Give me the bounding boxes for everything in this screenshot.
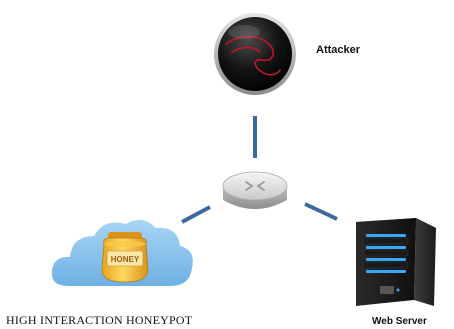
server-tower-icon <box>356 218 436 306</box>
router-icon <box>222 171 288 209</box>
diagram-caption: HIGH INTERACTION HONEYPOT <box>6 313 193 327</box>
honey-pot-label: HONEY <box>111 255 140 264</box>
honey-pot-icon: HONEY <box>101 232 149 283</box>
attacker-node <box>214 13 296 95</box>
attacker-label: Attacker <box>316 44 361 56</box>
links <box>181 116 338 224</box>
link-router-honeypot <box>181 205 211 224</box>
web-server-label: Web Server <box>372 316 427 327</box>
link-router-server <box>304 202 338 221</box>
server-led-bars <box>366 234 406 273</box>
kali-dragon-icon <box>225 35 281 76</box>
honeypot-node: HONEY <box>51 219 193 286</box>
